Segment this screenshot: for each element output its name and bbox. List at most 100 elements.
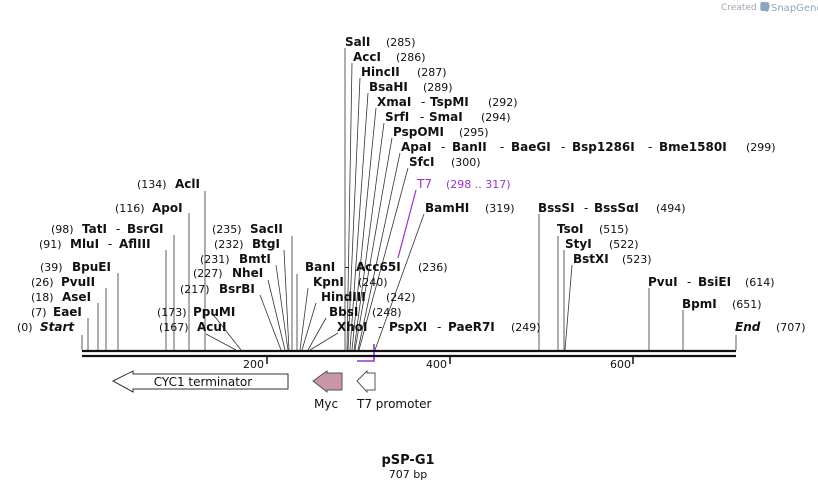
snapgene-brand: SnapGene [771,3,818,14]
site-PvuII[interactable]: (26)PvuII [31,275,95,289]
svg-text:(319): (319) [485,202,515,215]
svg-text:SmaI: SmaI [429,110,463,124]
end-label: End (707) [735,320,806,334]
site-StyI[interactable]: StyI (522) [565,237,639,251]
site-AclI[interactable]: (134)AclI [137,177,200,191]
svg-text:SfcI: SfcI [409,155,434,169]
site-SrfI[interactable]: SrfI - SmaI (294) [385,110,511,124]
site-KpnI[interactable]: KpnI (240) [313,275,388,289]
svg-text:(98): (98) [51,223,74,236]
site-BanI[interactable]: BanI - Acc65I (236) [305,260,448,274]
svg-text:NheI: NheI [232,266,263,280]
svg-text:(285): (285) [386,36,416,49]
svg-text:End: End [735,320,761,334]
site-ApaI[interactable]: ApaI - BanII - BaeGI - Bsp1286I - Bme158… [401,140,776,154]
svg-text:-: - [437,320,441,334]
site-EaeI[interactable]: (7) EaeI [31,305,82,319]
site-BsrBI[interactable]: (217)BsrBI [180,282,255,296]
site-BsaHI[interactable]: BsaHI(289) [369,80,453,94]
site-BmtI[interactable]: (231)BmtI [200,252,271,266]
svg-text:AcuI: AcuI [197,320,226,334]
site-BtgI[interactable]: (232)BtgI [214,237,280,251]
svg-text:(523): (523) [622,253,652,266]
site-NheI[interactable]: (227)NheI [193,266,263,280]
svg-text:TspMI: TspMI [430,95,469,109]
svg-text:SrfI: SrfI [385,110,409,124]
svg-text:Acc65I: Acc65I [356,260,401,274]
svg-text:-: - [584,201,588,215]
svg-text:(300): (300) [451,156,481,169]
svg-text:BanI: BanI [305,260,335,274]
start-label: (0) Start [17,320,75,334]
svg-text:(116): (116) [115,202,145,215]
svg-text:-: - [345,260,349,274]
svg-text:(707): (707) [776,321,806,334]
svg-text:-: - [500,140,504,154]
svg-text:(7): (7) [31,306,47,319]
svg-text:(235): (235) [212,223,242,236]
svg-text:(240): (240) [358,276,388,289]
site-SacII[interactable]: (235)SacII [212,222,283,236]
svg-text:(292): (292) [488,96,518,109]
svg-text:BsrGI: BsrGI [127,222,164,236]
svg-text:BbsI: BbsI [329,305,358,319]
site-PspOMI[interactable]: PspOMI(295) [393,125,489,139]
feature-t7-promoter[interactable]: T7 promoter [356,369,432,411]
svg-text:(167): (167) [159,321,189,334]
svg-text:AflIII: AflIII [119,237,151,251]
feature-label: T7 promoter [356,397,432,411]
svg-text:(249): (249) [511,321,541,334]
feature-label: CYC1 terminator [154,375,253,389]
svg-text:SalI: SalI [345,35,370,49]
site-BamHI[interactable]: BamHI(319) [425,201,515,215]
svg-text:(614): (614) [745,276,775,289]
svg-text:BanII: BanII [452,140,487,154]
svg-text:(294): (294) [481,111,511,124]
feature-cyc1-terminator[interactable]: CYC1 terminator [111,370,289,393]
svg-text:-: - [420,110,424,124]
svg-text:EaeI: EaeI [53,305,82,319]
t7-primer[interactable]: T7 (298 .. 317) [357,177,511,362]
site-AseI[interactable]: (18)AseI [31,290,91,304]
svg-text:(522): (522) [609,238,639,251]
svg-text:HincII: HincII [361,65,400,79]
site-SalI[interactable]: SalI (285) [345,35,416,49]
svg-text:(494): (494) [656,202,686,215]
site-TatI[interactable]: (98) TatI - BsrGI [51,222,164,236]
dna-backbone [82,349,736,358]
svg-text:KpnI: KpnI [313,275,344,289]
site-BbsI[interactable]: BbsI (248) [329,305,402,319]
site-AcuI[interactable]: (167) AcuI [159,320,226,334]
site-BpuEI[interactable]: (39)BpuEI [40,260,111,274]
svg-text:HindIII: HindIII [321,290,366,304]
site-SfcI[interactable]: SfcI (300) [409,155,481,169]
site-XhoI[interactable]: XhoI - PspXI - PaeR7I (249) [337,320,541,334]
site-HincII[interactable]: HincII (287) [361,65,447,79]
site-BssSI[interactable]: BssSI - BssSαI (494) [538,201,686,215]
svg-text:StyI: StyI [565,237,592,251]
svg-text:(295): (295) [459,126,489,139]
svg-text:(91): (91) [39,238,62,251]
site-PvuI[interactable]: PvuI - BsiEI (614) [648,275,775,289]
feature-myc[interactable]: Myc [312,370,343,411]
svg-text:(287): (287) [417,66,447,79]
site-TsoI[interactable]: TsoI(515) [557,222,629,236]
site-PpuMI[interactable]: (173)PpuMI [157,305,235,319]
svg-text:AccI: AccI [353,50,381,64]
site-BstXI[interactable]: BstXI(523) [573,252,652,266]
site-XmaI[interactable]: XmaI - TspMI (292) [377,95,518,109]
svg-text:(217): (217) [180,283,210,296]
svg-text:XmaI: XmaI [377,95,411,109]
svg-text:(248): (248) [372,306,402,319]
svg-text:PvuI: PvuI [648,275,678,289]
site-BpmI[interactable]: BpmI(651) [682,297,762,311]
tick-200: 200 [243,358,264,371]
site-labels: SalI (285) AccI(286) HincII (287) BsaHI(28… [17,35,806,334]
site-ApoI[interactable]: (116)ApoI [115,201,183,215]
site-HindIII[interactable]: HindIII(242) [321,290,416,304]
site-AccI[interactable]: AccI(286) [353,50,426,64]
map-title: pSP-G1 [381,453,434,468]
svg-text:-: - [687,275,691,289]
site-MluI[interactable]: (91) MluI - AflIII [39,237,151,251]
